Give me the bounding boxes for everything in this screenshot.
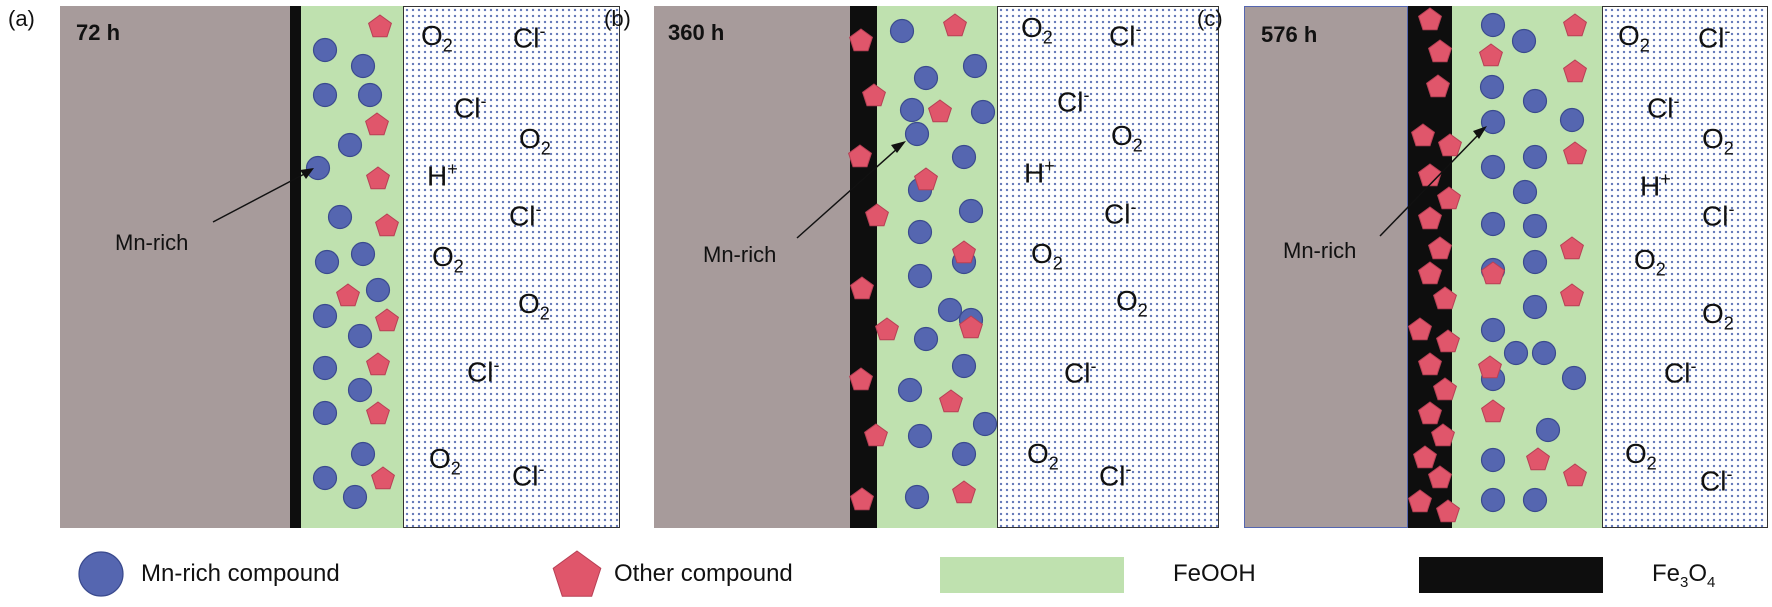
o2-label-c4: O2: [1702, 298, 1734, 334]
cl-label-c1: Cl-: [1698, 21, 1731, 54]
legend-fe3o4-label: Fe3O4: [1652, 560, 1716, 591]
h-label-c: H+: [1640, 169, 1671, 202]
o2-label-c1: O2: [1618, 20, 1650, 56]
other-compound-legend-icon: [552, 550, 602, 597]
cl-label-a4: Cl-: [467, 355, 500, 388]
cl-label-b1: Cl-: [1109, 19, 1142, 52]
feooh-legend-swatch: [940, 557, 1124, 593]
metal-substrate-b: [654, 6, 850, 528]
mn-rich-label-c: Mn-rich: [1283, 238, 1357, 263]
o2-label-c2: O2: [1702, 123, 1734, 159]
o2-label-a4: O2: [518, 288, 550, 324]
cl-label-a2: Cl-: [454, 91, 487, 124]
time-label-b: 360 h: [668, 20, 725, 45]
o2-label-b3: O2: [1031, 238, 1063, 274]
legend-other-compound-label: Other compound: [614, 560, 793, 587]
cl-label-c5: Cl-: [1700, 464, 1733, 497]
o2-label-a2: O2: [519, 123, 551, 159]
fe3o4-legend-swatch: [1419, 557, 1603, 593]
panel-label-a: (a): [8, 6, 35, 31]
panel-label-b: (b): [604, 6, 631, 31]
solution-region-b: [997, 6, 1219, 528]
cl-label-b5: Cl-: [1099, 459, 1132, 492]
o2-label-c3: O2: [1634, 244, 1666, 280]
o2-label-b1: O2: [1021, 12, 1053, 48]
cl-label-c3: Cl-: [1702, 199, 1735, 232]
mn-rich-label-a: Mn-rich: [115, 230, 189, 255]
feooh-layer-b: [877, 6, 997, 528]
o2-label-a3: O2: [432, 241, 464, 277]
cl-label-c2: Cl-: [1647, 91, 1680, 124]
mn-rich-legend-icon: [78, 551, 124, 597]
mn-rich-label-b: Mn-rich: [703, 242, 777, 267]
cl-label-c4: Cl-: [1664, 356, 1697, 389]
o2-label-a5: O2: [429, 443, 461, 479]
o2-label-b2: O2: [1111, 120, 1143, 156]
panel-label-c: (c): [1197, 6, 1223, 31]
cl-label-b4: Cl-: [1064, 356, 1097, 389]
cl-label-a5: Cl-: [512, 459, 545, 492]
o2-label-c5: O2: [1625, 438, 1657, 474]
time-label-c: 576 h: [1261, 22, 1318, 47]
solution-region-a: [403, 6, 620, 528]
time-label-a: 72 h: [76, 20, 121, 45]
cl-label-b3: Cl-: [1104, 197, 1137, 230]
metal-substrate-a: [60, 6, 290, 528]
fe3o4-layer-a: [290, 6, 301, 528]
o2-label-b4: O2: [1116, 285, 1148, 321]
cl-label-a3: Cl-: [509, 199, 542, 232]
h-label-a: H+: [427, 159, 458, 192]
legend-mn-rich-label: Mn-rich compound: [141, 560, 340, 587]
o2-label-b5: O2: [1027, 438, 1059, 474]
o2-label-a1: O2: [421, 20, 453, 56]
legend-feooh-label: FeOOH: [1173, 560, 1256, 587]
cl-label-b2: Cl-: [1057, 85, 1090, 118]
solution-region-c: [1602, 6, 1768, 528]
cl-label-a1: Cl-: [513, 21, 546, 54]
metal-substrate-c: [1244, 6, 1408, 528]
h-label-b: H+: [1024, 156, 1055, 189]
